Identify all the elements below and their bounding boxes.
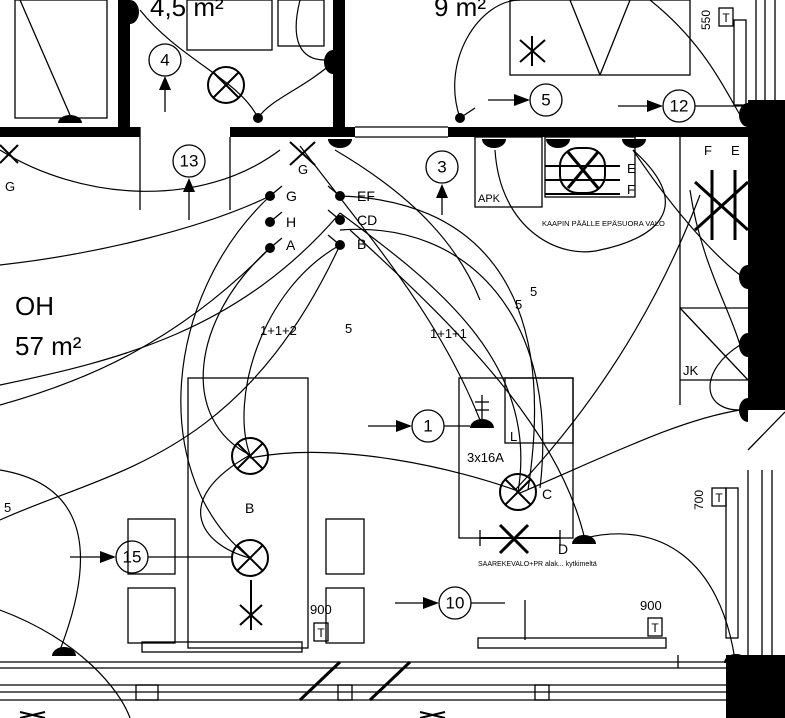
luminaire-c bbox=[499, 473, 537, 511]
island-note: SAAREKEVALO+PR alak... kytkimeltä bbox=[478, 561, 597, 568]
room-area: 57 m² bbox=[15, 331, 82, 361]
wall-light-icon bbox=[572, 535, 596, 544]
svg-text:1: 1 bbox=[423, 417, 432, 436]
wall-lights bbox=[52, 0, 748, 663]
switch-label-cd: CD bbox=[357, 212, 377, 228]
luminaire-ceiling-left bbox=[0, 144, 19, 164]
wall-light-icon bbox=[324, 50, 333, 74]
wire-label: 1+1+1 bbox=[430, 326, 467, 341]
svg-text:3: 3 bbox=[437, 158, 446, 177]
thermostat-t: T bbox=[718, 7, 734, 27]
radiators bbox=[141, 19, 747, 668]
thermostat-t: T bbox=[647, 617, 663, 637]
switch-label-a: A bbox=[286, 237, 296, 253]
luminaire-label-g: G bbox=[298, 162, 308, 177]
circuit-marker: 12 bbox=[618, 89, 748, 123]
luminaire-b-upper bbox=[231, 437, 269, 475]
luminaire-wall-ef bbox=[693, 170, 750, 240]
wall-light-icon bbox=[622, 139, 646, 148]
svg-text:15: 15 bbox=[123, 548, 142, 567]
socket-icon bbox=[475, 395, 489, 420]
room-area-top-left: 4,5 m² bbox=[150, 0, 224, 22]
wall-light-icon bbox=[739, 398, 748, 422]
luminaire-pendant-bottom bbox=[239, 580, 263, 630]
luminaire-label-c: C bbox=[542, 486, 552, 502]
luminaire-label-g: G bbox=[5, 179, 15, 194]
luminaire-label-d: D bbox=[558, 541, 568, 557]
wire-label: 5 bbox=[515, 297, 522, 312]
thermostat-t: T bbox=[711, 487, 727, 507]
wall-light-icon bbox=[739, 103, 748, 127]
wall-light-icon bbox=[482, 139, 506, 148]
luminaire-label-b: B bbox=[245, 500, 254, 516]
luminaire-top bbox=[207, 66, 245, 104]
luminaire-label-l: L bbox=[510, 429, 517, 444]
wire-label: 5 bbox=[4, 500, 11, 515]
svg-text:10: 10 bbox=[446, 594, 465, 613]
dimension-label: 900 bbox=[310, 602, 332, 617]
svg-text:5: 5 bbox=[541, 91, 550, 110]
circuit-marker: 1 bbox=[368, 409, 470, 443]
circuit-marker: 5 bbox=[488, 83, 563, 117]
luminaire-small-top bbox=[519, 36, 546, 66]
svg-text:T: T bbox=[715, 491, 723, 505]
wall-light-icon bbox=[328, 139, 352, 148]
luminaires bbox=[0, 36, 750, 718]
wall-light-icon bbox=[739, 265, 748, 289]
luminaire-label-f: F bbox=[704, 143, 712, 158]
svg-text:T: T bbox=[651, 621, 659, 635]
dimension-label: 900 bbox=[640, 598, 662, 613]
thermostat-t: T bbox=[313, 622, 329, 642]
equipment-apk: APK bbox=[478, 193, 501, 205]
svg-text:12: 12 bbox=[670, 97, 689, 116]
switch-label-ef: EF bbox=[357, 188, 375, 204]
wire-label: 5 bbox=[530, 284, 537, 299]
luminaire-island bbox=[479, 523, 561, 555]
svg-text:T: T bbox=[317, 626, 325, 640]
switch-label-b: B bbox=[357, 236, 366, 252]
switch-label-g: G bbox=[286, 188, 297, 204]
wire-label: 1+1+2 bbox=[260, 323, 297, 338]
wiring bbox=[0, 0, 741, 718]
circuit-markers: 4 13 3 5 12 bbox=[70, 43, 748, 620]
circuit-marker: 3 bbox=[425, 150, 459, 215]
wall-light-icon bbox=[546, 139, 570, 148]
luminaire-label-e: E bbox=[731, 143, 740, 158]
svg-text:13: 13 bbox=[180, 152, 199, 171]
luminaire-label-f: F bbox=[627, 182, 635, 197]
svg-text:4: 4 bbox=[160, 51, 169, 70]
switch-label-h: H bbox=[286, 214, 296, 230]
room-name: OH bbox=[15, 291, 54, 321]
luminaire-bottom-left bbox=[19, 711, 46, 718]
cabinet-note: KAAPIN PÄÄLLE EPÄSUORA VALO bbox=[542, 219, 665, 228]
dimension-label: 700 bbox=[692, 490, 706, 510]
wall-light-icon bbox=[739, 333, 748, 357]
equipment-jk: JK bbox=[683, 363, 699, 378]
switches bbox=[253, 107, 476, 253]
wall-light-icon bbox=[130, 0, 139, 24]
luminaire-label-e: E bbox=[627, 161, 636, 176]
wall-light-icon bbox=[58, 115, 82, 123]
luminaire-b-lower bbox=[231, 539, 269, 577]
labels: OH 57 m² 4,5 m² 9 m² G H A EF CD B B C D… bbox=[4, 0, 740, 642]
circuit-marker: 13 bbox=[172, 144, 206, 220]
room-area-top-mid: 9 m² bbox=[434, 0, 486, 22]
wire-label: 5 bbox=[345, 321, 352, 336]
wall-light-icon bbox=[52, 647, 76, 656]
svg-text:T: T bbox=[722, 11, 730, 25]
circuit-marker: 4 bbox=[148, 43, 182, 112]
socket-rating: 3x16A bbox=[467, 450, 504, 465]
circuit-marker: 15 bbox=[70, 540, 232, 574]
luminaire-ceiling-g bbox=[289, 141, 316, 166]
wall-light-icon bbox=[724, 654, 748, 663]
luminaire-bottom-mid bbox=[419, 711, 446, 718]
circuit-marker: 10 bbox=[395, 586, 505, 620]
dimension-label: 550 bbox=[699, 10, 713, 30]
luminaire-kitchen-hatched bbox=[545, 147, 620, 195]
wall-light-icon bbox=[470, 419, 494, 428]
